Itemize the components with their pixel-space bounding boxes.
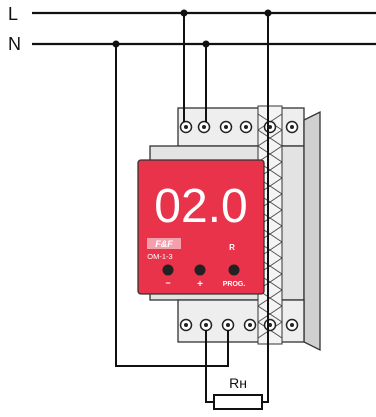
minus-button[interactable] [162,264,174,276]
junction-dot [264,9,272,17]
plus-button-label: + [197,279,203,290]
relay-device: 02.0 F&F OM-1-3 R − + PROG. [137,105,321,352]
phase-line-label: L [8,4,18,24]
model-label: OM-1-3 [147,252,172,261]
junction-dot [180,9,188,17]
prog-button-label: PROG. [223,281,246,288]
brand-logo-box [147,238,181,249]
brand-logo: F&F [155,239,173,249]
junction-dot [202,40,210,48]
load-label: Rн [229,375,247,391]
plus-button[interactable] [194,264,206,276]
load-resistor [213,394,263,410]
front-panel [137,159,265,295]
indicator-label: R [229,243,235,252]
display-value: 02.0 [154,180,247,233]
minus-button-label: − [165,278,170,288]
junction-dot [112,40,120,48]
neutral-line-label: N [8,34,21,54]
wires [115,13,269,403]
prog-button[interactable] [228,264,240,276]
